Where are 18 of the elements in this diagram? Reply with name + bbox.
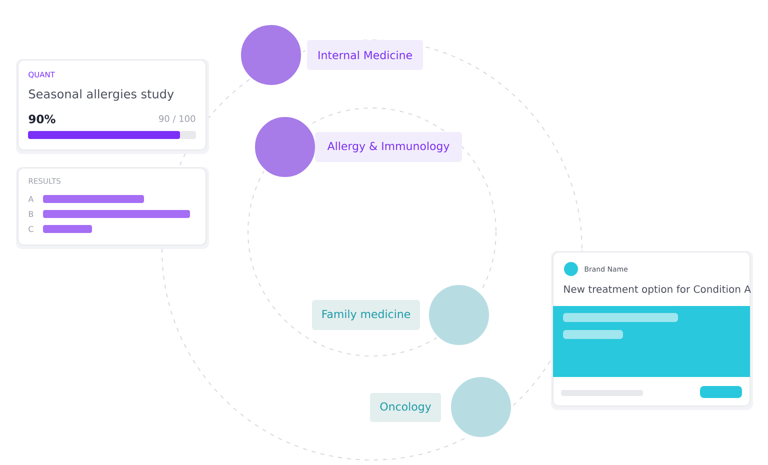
avatar-circle bbox=[239, 23, 303, 87]
card bbox=[16, 167, 209, 249]
specialty-tag: Family medicine bbox=[312, 300, 420, 330]
card bbox=[551, 251, 753, 410]
option-label: A bbox=[28, 196, 34, 202]
option-label: C bbox=[28, 226, 34, 232]
progress-count: 90 / 100 bbox=[159, 115, 196, 123]
avatar-circle bbox=[449, 375, 513, 439]
avatar-circle bbox=[427, 283, 491, 347]
specialty-tag: Allergy & Immunology bbox=[315, 132, 462, 162]
percent-value: 90% bbox=[28, 114, 56, 124]
card-title: Seasonal allergies study bbox=[29, 89, 174, 101]
specialty-tag: Oncology bbox=[370, 393, 441, 422]
option-label: B bbox=[29, 211, 34, 217]
avatar-circle bbox=[253, 115, 317, 179]
card bbox=[16, 59, 209, 154]
card-title: New treatment option for Condition A bbox=[564, 285, 751, 295]
specialty-tag: Internal Medicine bbox=[307, 40, 423, 70]
